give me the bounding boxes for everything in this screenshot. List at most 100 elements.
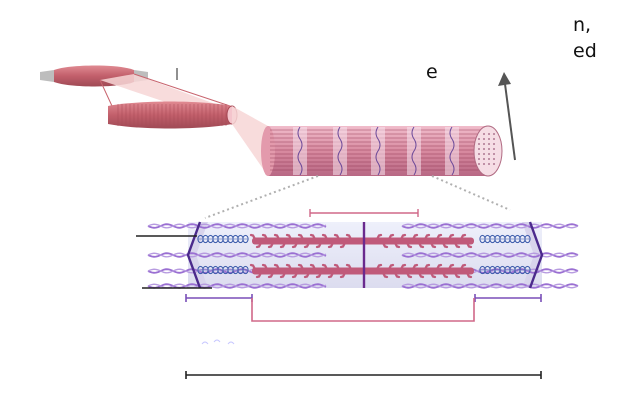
myosin-head — [452, 239, 461, 249]
titin-springs — [197, 234, 531, 275]
myosin-head — [380, 269, 389, 279]
myosin-head — [392, 269, 401, 279]
a-band-bracket — [251, 298, 475, 322]
myosin-head — [440, 269, 449, 279]
myosin-head — [309, 233, 318, 243]
myosin-head — [452, 269, 461, 279]
cross-section-dot — [488, 148, 490, 150]
cross-section-dot — [493, 138, 495, 140]
z-disc-right-shade — [522, 222, 542, 288]
myosin-head — [440, 239, 449, 249]
myosin-head — [464, 269, 473, 279]
myosin-head — [285, 233, 294, 243]
myosin-head — [267, 269, 276, 279]
cross-section-dot — [478, 153, 480, 155]
cross-section-dot — [488, 163, 490, 165]
myosin-head — [416, 239, 425, 249]
cross-section-dot — [493, 143, 495, 145]
text-fragment-right-2: ed — [573, 40, 597, 62]
actin-strand — [147, 223, 327, 229]
actin-strand — [147, 223, 327, 229]
myosin-head — [327, 269, 336, 279]
cross-section-dot — [478, 138, 480, 140]
cross-section-dot — [493, 158, 495, 160]
cross-section-dot — [488, 138, 490, 140]
sarcomere — [136, 221, 579, 289]
actin-strand — [401, 252, 579, 258]
cross-section-dot — [483, 163, 485, 165]
fiber-z-line — [411, 126, 417, 176]
myosin-head — [321, 233, 330, 243]
fiber-left-end — [261, 126, 275, 176]
cross-section-dot — [478, 158, 480, 160]
myosin-head — [398, 263, 407, 273]
myosin-head — [422, 233, 431, 243]
actin-strand — [401, 223, 579, 229]
fiber-cross-section-dots — [478, 133, 495, 165]
myosin-head — [374, 233, 383, 243]
myosin-head — [434, 233, 443, 243]
fiber-z-line — [297, 126, 303, 176]
myosin-head — [410, 233, 419, 243]
myosin-head — [464, 239, 473, 249]
sarcomere-length-bar — [185, 371, 542, 379]
fiber-z-line — [449, 126, 455, 176]
text-fragment-middle: e — [426, 61, 438, 83]
cross-section-dot — [493, 153, 495, 155]
myosin-head — [410, 263, 419, 273]
actin-strand — [147, 252, 327, 258]
myosin-head — [297, 263, 306, 273]
myosin-head — [255, 239, 264, 249]
actin-strand — [147, 252, 327, 258]
fiber-z-line — [375, 126, 381, 176]
fiber-z-lines — [293, 126, 459, 176]
cross-section-dot — [478, 163, 480, 165]
myosin-head — [273, 233, 282, 243]
myosin-head — [267, 239, 276, 249]
myosin-head — [279, 269, 288, 279]
cross-section-dot — [493, 148, 495, 150]
actin-strand — [401, 283, 579, 289]
muscle-fiber — [261, 125, 503, 177]
myosin-head — [386, 263, 395, 273]
myosin-head — [333, 233, 342, 243]
myosin-head — [297, 233, 306, 243]
myosin-head — [327, 239, 336, 249]
myosin-head — [458, 263, 467, 273]
zoom-line-1a — [99, 79, 113, 107]
cross-section-dot — [488, 153, 490, 155]
cross-section-dot — [483, 153, 485, 155]
cross-section-dot — [478, 143, 480, 145]
myosin-head — [458, 233, 467, 243]
myosin-head — [291, 239, 300, 249]
zoom-dash-right — [431, 175, 511, 211]
fiber-z-line — [337, 126, 343, 176]
h-zone-bracket — [309, 209, 419, 217]
myosin-head — [428, 239, 437, 249]
i-band-bracket-left — [185, 294, 253, 302]
myosin-head — [321, 263, 330, 273]
myosin-head — [303, 239, 312, 249]
myosin-head — [339, 239, 348, 249]
myosin-head — [315, 269, 324, 279]
myosin-head — [404, 239, 413, 249]
myosin-head — [309, 263, 318, 273]
myosin-head — [434, 263, 443, 273]
myosin-head — [374, 263, 383, 273]
myosin-head — [392, 239, 401, 249]
myosin-head — [446, 263, 455, 273]
cross-section-dot — [483, 143, 485, 145]
myosin-head — [255, 269, 264, 279]
z-disc-left-shade — [188, 222, 208, 288]
fiber-cross-section — [473, 125, 503, 177]
z-disc-left — [186, 221, 202, 289]
myosin-head — [446, 233, 455, 243]
cross-section-dot — [483, 138, 485, 140]
cross-section-dot — [488, 143, 490, 145]
myosin-head — [333, 263, 342, 273]
cross-section-dot — [483, 158, 485, 160]
myosin-head — [249, 263, 258, 273]
myosin-head — [345, 263, 354, 273]
